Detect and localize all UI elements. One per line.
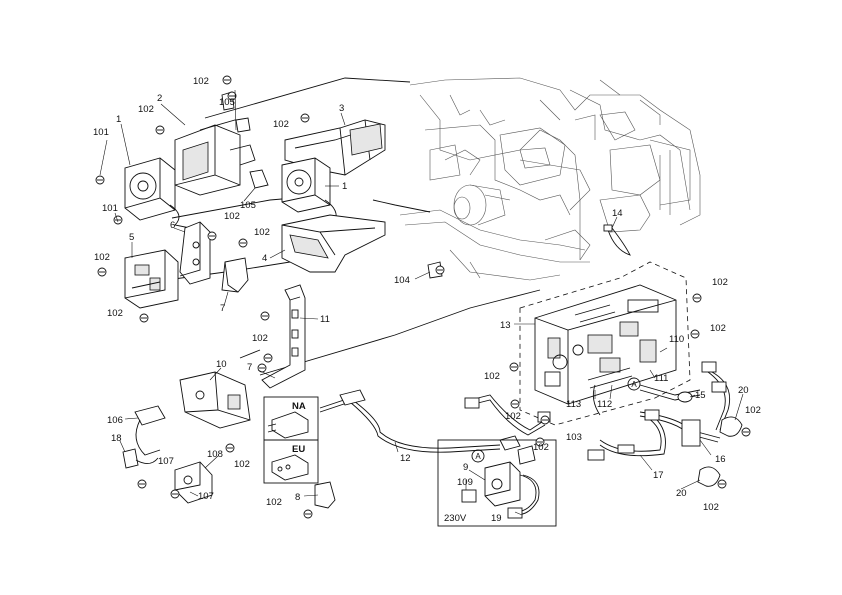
label-17: 17 <box>653 470 664 481</box>
label-102-3: 102 <box>273 119 289 130</box>
label-112: 112 <box>597 399 612 410</box>
label-10: 10 <box>216 359 227 370</box>
label-102-10: 102 <box>266 497 282 508</box>
label-106: 106 <box>107 415 123 426</box>
fan-duct-left <box>174 119 256 196</box>
main-ref-a: A <box>627 377 641 391</box>
label-105-bottom: 105 <box>240 200 256 211</box>
pcb-5 <box>124 249 179 309</box>
bracket-6 <box>179 221 211 285</box>
label-7-top: 7 <box>220 303 225 314</box>
label-107-left: 107 <box>158 456 174 467</box>
label-109: 109 <box>457 477 473 488</box>
label-5: 5 <box>129 232 134 243</box>
clamp-20-upper <box>719 416 743 437</box>
leader-lines <box>99 89 744 516</box>
label-14: 14 <box>612 208 623 219</box>
harness-17 <box>587 409 666 461</box>
label-8: 8 <box>295 492 300 503</box>
clamp-20-lower <box>697 466 721 487</box>
label-4: 4 <box>262 253 267 264</box>
voltage-label: 230V <box>444 513 467 524</box>
label-7-bottom: 7 <box>247 362 252 373</box>
connector-18 <box>122 448 159 469</box>
duct-lower <box>281 214 386 273</box>
label-2: 2 <box>157 93 162 104</box>
label-13: 13 <box>500 320 511 331</box>
part-labels: 1 1 2 3 4 5 6 7 7 8 9 10 11 12 13 14 15 … <box>93 76 761 524</box>
bracket-105 <box>221 91 269 189</box>
label-6: 6 <box>170 220 175 231</box>
label-105-top: 105 <box>219 97 235 108</box>
detail-ref-a: A <box>475 452 481 461</box>
label-20-lower: 20 <box>676 488 687 499</box>
svg-text:A: A <box>631 380 637 389</box>
label-11: 11 <box>320 314 330 325</box>
label-102-6: 102 <box>94 252 110 263</box>
label-104: 104 <box>394 275 410 286</box>
label-20-upper: 20 <box>738 385 749 396</box>
plug-eu-label: EU <box>292 444 305 455</box>
label-102-12: 102 <box>505 411 521 422</box>
label-102-4: 102 <box>224 211 240 222</box>
label-110: 110 <box>669 334 684 345</box>
label-102-17: 102 <box>703 502 719 513</box>
label-102-11: 102 <box>484 371 500 382</box>
label-113: 113 <box>566 399 581 410</box>
label-111: 111 <box>654 373 668 384</box>
label-1-left: 1 <box>116 114 121 125</box>
label-9: 9 <box>463 462 468 473</box>
label-102-2: 102 <box>138 104 154 115</box>
label-18: 18 <box>111 433 122 444</box>
power-supply-board <box>519 261 691 426</box>
switch-106 <box>134 405 166 456</box>
bracket-10 <box>179 371 251 429</box>
bracket-7-top <box>221 257 249 293</box>
power-cord-12 <box>319 389 521 453</box>
harness-15 <box>639 384 701 403</box>
label-102-16: 102 <box>745 405 761 416</box>
label-103: 103 <box>566 432 582 443</box>
label-102-7: 102 <box>107 308 123 319</box>
label-102-13: 102 <box>533 442 549 453</box>
cable-14 <box>603 224 631 256</box>
bracket-8 <box>314 481 336 509</box>
label-3: 3 <box>339 103 344 114</box>
detail-box-a: A 230V <box>437 439 557 527</box>
label-16: 16 <box>715 454 726 465</box>
label-102-5: 102 <box>254 227 270 238</box>
screws <box>95 75 751 519</box>
bracket-11 <box>261 284 306 389</box>
label-101-top: 101 <box>93 127 109 138</box>
label-102-15: 102 <box>710 323 726 334</box>
machine-frame <box>399 77 701 281</box>
plug-na-label: NA <box>292 401 306 412</box>
label-12: 12 <box>400 453 411 464</box>
label-101-bottom: 101 <box>102 203 118 214</box>
label-15: 15 <box>695 390 706 401</box>
label-102-1: 102 <box>193 76 209 87</box>
label-102-8: 102 <box>252 333 268 344</box>
label-107-right: 107 <box>198 491 214 502</box>
label-1-middle: 1 <box>342 181 347 192</box>
label-102-14: 102 <box>712 277 728 288</box>
label-108: 108 <box>207 449 223 460</box>
label-102-9: 102 <box>234 459 250 470</box>
label-19: 19 <box>491 513 502 524</box>
fan-left <box>124 157 191 229</box>
plug-variants-box: NA EU <box>263 396 319 484</box>
fan-middle <box>281 157 346 223</box>
